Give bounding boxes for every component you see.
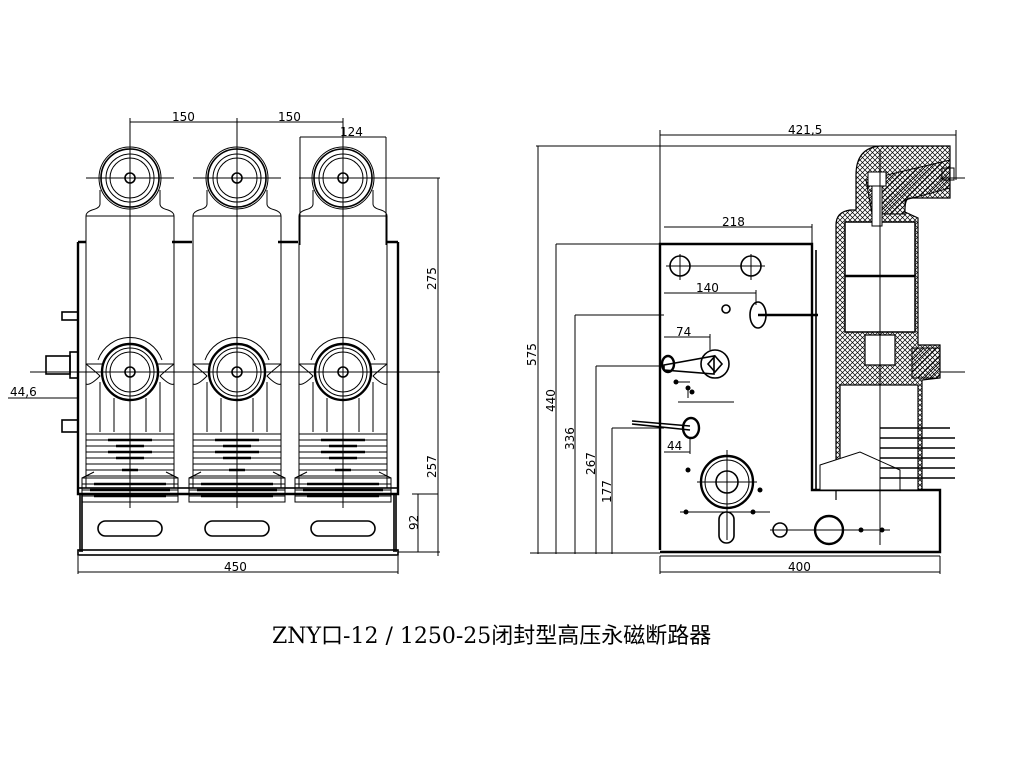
side-shaft [45, 355, 71, 375]
base-slot-2 [204, 520, 270, 537]
pole-section [819, 145, 965, 545]
dim-hole-offset: 140 [696, 281, 719, 295]
dim-total-height: 575 [525, 343, 539, 366]
dim-pole-spacing-1: 150 [172, 110, 195, 124]
dim-side-offset: 44,6 [10, 385, 37, 399]
dim-height-336: 336 [563, 427, 577, 450]
base-slot-3 [310, 520, 376, 537]
drawing-title: ZNY口-12 / 1250-25闭封型高压永磁断路器 [272, 624, 712, 649]
side-view: 421,5 218 140 74 44 575 440 336 267 177 … [525, 123, 965, 574]
dim-upper-height: 275 [425, 267, 439, 290]
pole-3 [293, 124, 393, 510]
dim-base-height: 92 [407, 515, 421, 530]
dim-height-177: 177 [600, 480, 614, 503]
dim-terminal-width: 124 [340, 125, 363, 139]
dim-total-width: 450 [224, 560, 247, 574]
pole-1 [80, 124, 180, 510]
dim-base-depth: 400 [788, 560, 811, 574]
front-view: 150 150 124 275 257 92 450 44,6 [8, 110, 440, 574]
side-boss-top [61, 311, 79, 321]
dim-height-440: 440 [544, 389, 558, 412]
dim-mechanism-width: 218 [722, 215, 745, 229]
dim-lever-offset: 74 [676, 325, 691, 339]
linkage-pin-2 [681, 416, 701, 440]
pole-2 [187, 124, 287, 510]
dim-lower-height: 257 [425, 455, 439, 478]
dim-height-267: 267 [584, 452, 598, 475]
dim-pole-spacing-2: 150 [278, 110, 301, 124]
dim-total-depth: 421,5 [788, 123, 822, 137]
side-boss-bottom [61, 419, 79, 433]
dim-small-offset: 44 [667, 439, 682, 453]
base-slot-1 [97, 520, 163, 537]
